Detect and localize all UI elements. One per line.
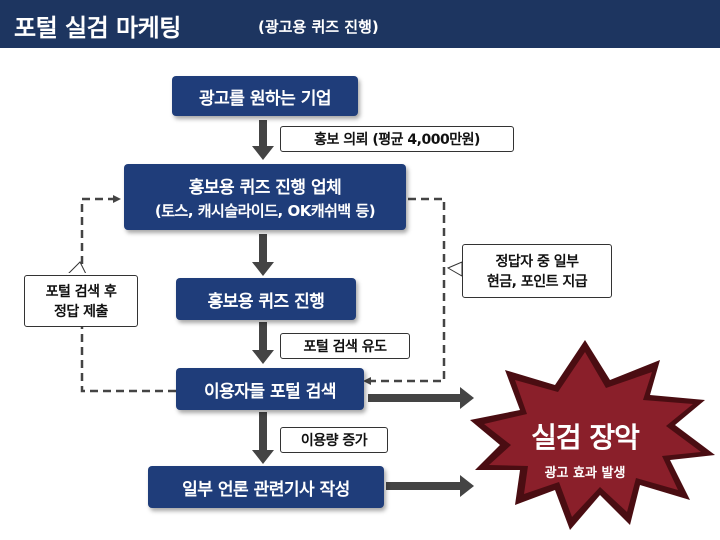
note-usage-increase: 이용량 증가 (280, 427, 388, 453)
callout-pointer-right (446, 261, 463, 277)
burst-main-label: 실검 장악 (531, 421, 640, 454)
node-advertiser: 광고를 원하는 기업 (172, 76, 358, 116)
burst-sub-label: 광고 효과 발생 (544, 466, 626, 481)
note-usage-increase-label: 이용량 증가 (300, 433, 368, 449)
node-media-article: 일부 언론 관련기사 작성 (148, 466, 384, 508)
note-request: 홍보 의뢰 (평균 4,000만원) (280, 126, 514, 152)
arrow-quiz-to-search (252, 322, 274, 364)
node-user-search-label: 이용자들 포털 검색 (204, 381, 336, 402)
burst-shape (470, 340, 715, 530)
page-title: 포털 실검 마케팅 (14, 14, 181, 42)
arrow-advertiser-to-company (252, 120, 274, 160)
note-portal-guide-label: 포털 검색 유도 (303, 339, 387, 355)
note-submit-line2: 정답 제출 (54, 304, 108, 320)
note-submit-line1: 포털 검색 후 (45, 284, 117, 300)
node-quiz-company: 홍보용 퀴즈 진행 업체 (토스, 캐시슬라이드, OK캐쉬백 등) (124, 164, 406, 230)
note-submit-answer: 포털 검색 후 정답 제출 (24, 275, 138, 327)
note-request-label: 홍보 의뢰 (평균 4,000만원) (314, 132, 480, 148)
page-subtitle: (광고용 퀴즈 진행) (258, 18, 379, 36)
header-bar: 포털 실검 마케팅 (광고용 퀴즈 진행) (0, 0, 720, 48)
arrow-search-to-media (252, 412, 274, 464)
node-quiz-run: 홍보용 퀴즈 진행 (176, 278, 356, 320)
note-portal-guide: 포털 검색 유도 (280, 333, 410, 359)
arrow-company-to-quiz (252, 234, 274, 276)
note-reward-line1: 정답자 중 일부 (495, 254, 579, 270)
node-user-search: 이용자들 포털 검색 (176, 368, 364, 410)
node-media-article-label: 일부 언론 관련기사 작성 (182, 479, 350, 500)
node-quiz-run-label: 홍보용 퀴즈 진행 (207, 291, 325, 312)
arrow-media-to-burst (386, 475, 474, 497)
note-reward: 정답자 중 일부 현금, 포인트 지급 (462, 244, 612, 298)
node-quiz-company-examples: (토스, 캐시슬라이드, OK캐쉬백 등) (154, 202, 376, 220)
note-reward-line2: 현금, 포인트 지급 (486, 274, 588, 290)
node-advertiser-label: 광고를 원하는 기업 (199, 88, 331, 109)
callout-pointer-left (66, 261, 87, 275)
arrow-search-to-burst (368, 387, 474, 409)
node-quiz-company-label: 홍보용 퀴즈 진행 업체 (188, 178, 342, 198)
dashed-loop-right (363, 197, 446, 385)
